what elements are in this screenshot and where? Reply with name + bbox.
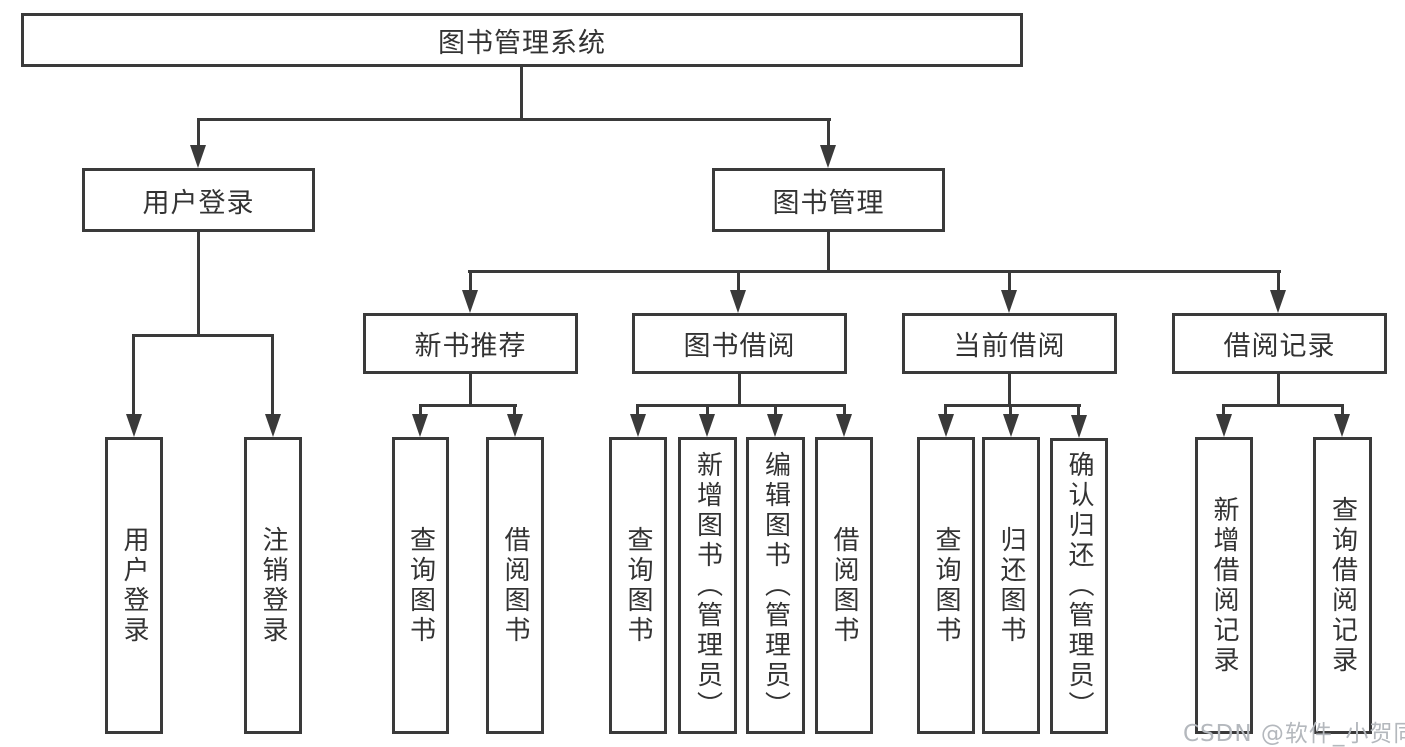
connector-stem-query-books-recommend (419, 404, 422, 416)
arrowhead-new-book-recommendation (462, 290, 478, 313)
connector-trunk-book-management (827, 232, 830, 273)
connector-stem-add-books-admin (706, 404, 709, 416)
arrowhead-book-management (820, 145, 836, 168)
arrowhead-borrow-books-borrowing (836, 414, 852, 437)
node-label: 新增借阅记录 (1209, 495, 1239, 676)
leaf-query-books-recommend: 查询图书 (392, 437, 449, 734)
node-label: 新增图书（管理员） (692, 450, 723, 721)
connector-stem-book-borrowing (737, 270, 740, 292)
connector-stem-edit-books-admin (774, 404, 777, 416)
connector-stem-leaf-logout (271, 334, 274, 416)
node-label: 归还图书 (996, 525, 1026, 646)
node-label: 用户登录 (142, 187, 255, 219)
arrowhead-leaf-user-login (126, 414, 142, 437)
connector-stem-book-management (827, 118, 830, 148)
connector-trunk-current-borrowing (1008, 374, 1011, 406)
connector-branch-new-book-recommendation (419, 404, 517, 407)
leaf-user-login: 用户登录 (105, 437, 163, 734)
arrowhead-query-books-current (938, 414, 954, 437)
connector-stem-user-login (197, 118, 200, 148)
leaf-logout-login: 注销登录 (244, 437, 302, 734)
connector-stem-query-books-current (944, 404, 947, 416)
node-label: 查询图书 (931, 525, 961, 646)
node-label: 新书推荐 (414, 331, 527, 362)
leaf-query-books-borrowing: 查询图书 (609, 437, 667, 734)
arrowhead-return-books (1003, 414, 1019, 437)
leaf-confirm-return-admin: 确认归还（管理员） (1050, 438, 1108, 734)
leaf-return-books: 归还图书 (982, 437, 1040, 734)
node-label: 图书借阅 (683, 331, 796, 362)
connector-stem-return-books (1009, 404, 1012, 416)
leaf-borrow-books-borrowing: 借阅图书 (815, 437, 873, 734)
leaf-edit-books-admin: 编辑图书（管理员） (746, 437, 805, 734)
arrowhead-query-borrowing-record (1334, 414, 1350, 437)
connector-stem-confirm-return-admin (1077, 404, 1080, 416)
connector-stem-add-borrowing-record (1222, 404, 1225, 416)
arrowhead-query-books-borrowing (630, 414, 646, 437)
arrowhead-add-borrowing-record (1216, 414, 1232, 437)
node-current-borrowing: 当前借阅 (902, 313, 1117, 374)
arrowhead-current-borrowing (1001, 290, 1017, 313)
connector-trunk-book-borrowing (738, 374, 741, 406)
connector-stem-borrow-books-recommend (513, 404, 516, 416)
arrowhead-leaf-logout (265, 414, 281, 437)
leaf-add-borrowing-record: 新增借阅记录 (1195, 437, 1253, 734)
node-book-borrowing: 图书借阅 (632, 313, 847, 374)
connector-trunk-root (520, 67, 523, 120)
arrowhead-user-login (190, 145, 206, 168)
node-book-management: 图书管理 (712, 168, 945, 232)
arrowhead-book-borrowing (730, 290, 746, 313)
node-new-book-recommendation: 新书推荐 (363, 313, 578, 374)
connector-stem-leaf-user-login (132, 334, 135, 416)
node-label: 查询借阅记录 (1327, 495, 1358, 676)
node-label: 借阅图书 (500, 525, 530, 646)
leaf-query-borrowing-record: 查询借阅记录 (1313, 437, 1372, 734)
arrowhead-borrowing-records (1270, 290, 1286, 313)
connector-branch-level2 (468, 270, 1281, 273)
csdn-watermark: CSDN @软件_小贺同学 (1183, 721, 1405, 747)
leaf-borrow-books-recommend: 借阅图书 (486, 437, 544, 734)
node-label: 编辑图书（管理员） (760, 450, 791, 721)
connector-trunk-borrowing-records (1277, 374, 1280, 406)
connector-branch-borrowing-records (1222, 404, 1344, 407)
node-label: 注销登录 (258, 525, 288, 646)
node-label: 确认归还（管理员） (1064, 451, 1094, 721)
connector-stem-borrow-books-borrowing (843, 404, 846, 416)
connector-stem-query-borrowing-record (1341, 404, 1344, 416)
arrowhead-query-books-recommend (412, 414, 428, 437)
connector-stem-current-borrowing (1008, 270, 1011, 292)
connector-branch-book-borrowing (636, 404, 846, 407)
node-label: 图书管理系统 (438, 27, 606, 59)
connector-branch-user-login (132, 334, 274, 337)
connector-branch-current-borrowing (944, 404, 1081, 407)
arrowhead-edit-books-admin (767, 414, 783, 437)
connector-stem-borrowing-records (1277, 270, 1280, 292)
node-user-login: 用户登录 (82, 168, 315, 232)
node-borrowing-records: 借阅记录 (1172, 313, 1387, 374)
node-label: 查询图书 (405, 525, 436, 646)
arrowhead-borrow-books-recommend (507, 414, 523, 437)
node-label: 查询图书 (623, 525, 653, 646)
leaf-add-books-admin: 新增图书（管理员） (678, 437, 737, 734)
connector-stem-query-books-borrowing (636, 404, 639, 416)
node-label: 用户登录 (119, 525, 149, 646)
node-book-management-system: 图书管理系统 (21, 13, 1023, 67)
connector-trunk-new-book-recommendation (469, 374, 472, 406)
node-label: 图书管理 (772, 187, 885, 219)
connector-trunk-user-login (197, 232, 200, 337)
connector-stem-new-book-recommendation (469, 270, 472, 292)
node-label: 借阅记录 (1223, 331, 1336, 362)
node-label: 当前借阅 (953, 331, 1066, 362)
node-label: 借阅图书 (829, 525, 859, 646)
arrowhead-add-books-admin (699, 414, 715, 437)
connector-branch-level1 (197, 118, 831, 121)
arrowhead-confirm-return-admin (1071, 415, 1087, 438)
leaf-query-books-current: 查询图书 (917, 437, 975, 734)
